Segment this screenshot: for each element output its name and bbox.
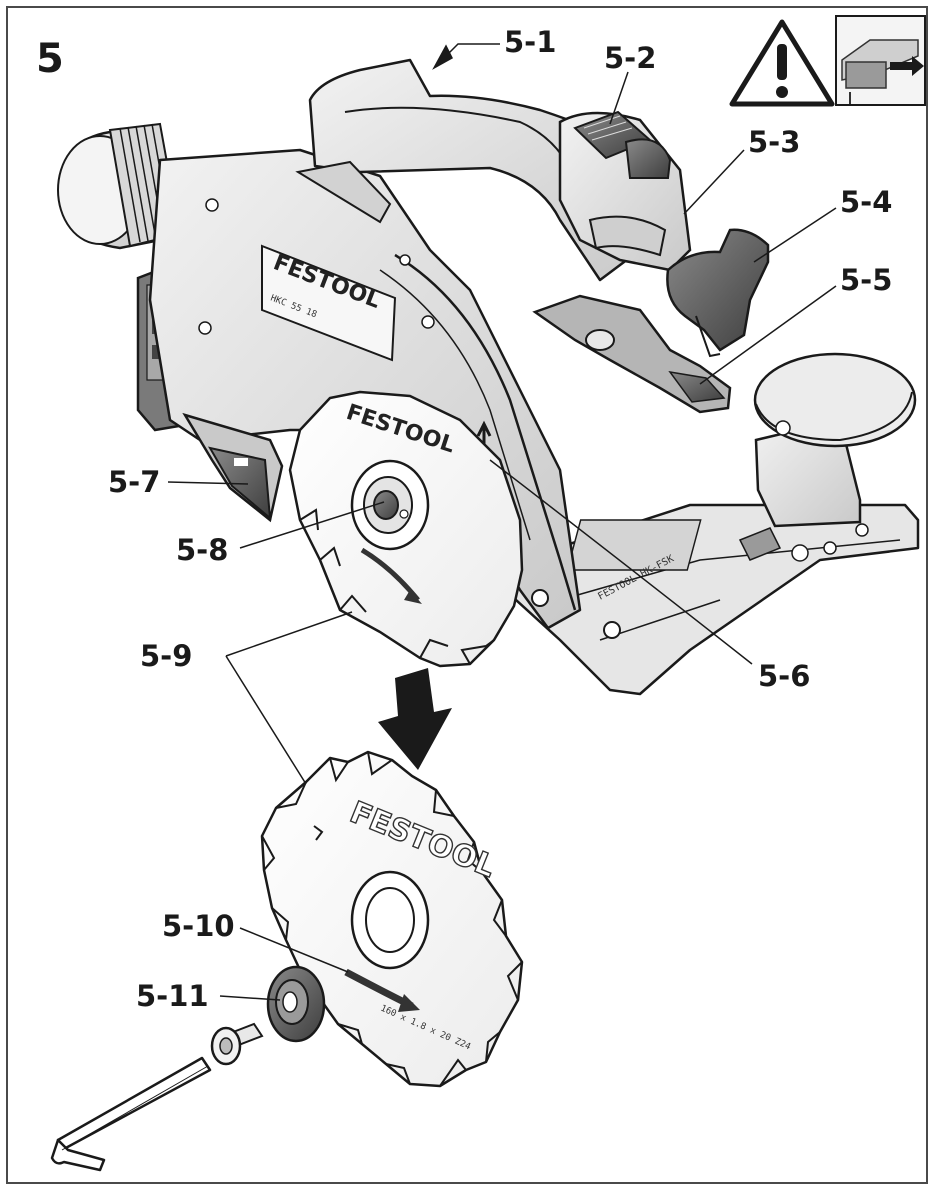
label-5-2: 5-2 <box>604 41 656 75</box>
flange-screw <box>210 1022 264 1066</box>
label-5-8: 5-8 <box>176 533 228 567</box>
top-handle <box>295 58 692 282</box>
spindle-lock-lever <box>532 294 732 414</box>
motor-housing: FESTOOL HKC 55 18 <box>148 148 621 639</box>
label-5-10: 5-10 <box>162 909 235 943</box>
figure-number: 5 <box>36 36 64 82</box>
front-knob <box>753 352 917 528</box>
label-5-1: 5-1 <box>504 25 556 59</box>
unplug-battery-icon <box>835 15 926 106</box>
warning-icon <box>729 19 835 107</box>
saw-blade: FESTOOL 160 x 1.8 x 20 Z24 <box>260 750 524 1088</box>
installed-blade: FESTOOL <box>288 390 524 668</box>
label-5-7: 5-7 <box>108 465 160 499</box>
label-5-5: 5-5 <box>840 263 892 297</box>
label-5-4: 5-4 <box>840 185 892 219</box>
riving-knife <box>182 412 284 523</box>
label-5-6: 5-6 <box>758 659 810 693</box>
allen-key-icon <box>50 1056 212 1172</box>
label-5-11: 5-11 <box>136 979 209 1013</box>
arrow-down-icon <box>378 668 452 770</box>
flange <box>266 965 326 1043</box>
label-5-3: 5-3 <box>748 125 800 159</box>
label-5-9: 5-9 <box>140 639 192 673</box>
plunge-lever <box>666 228 770 358</box>
leader-lines <box>167 43 837 1001</box>
